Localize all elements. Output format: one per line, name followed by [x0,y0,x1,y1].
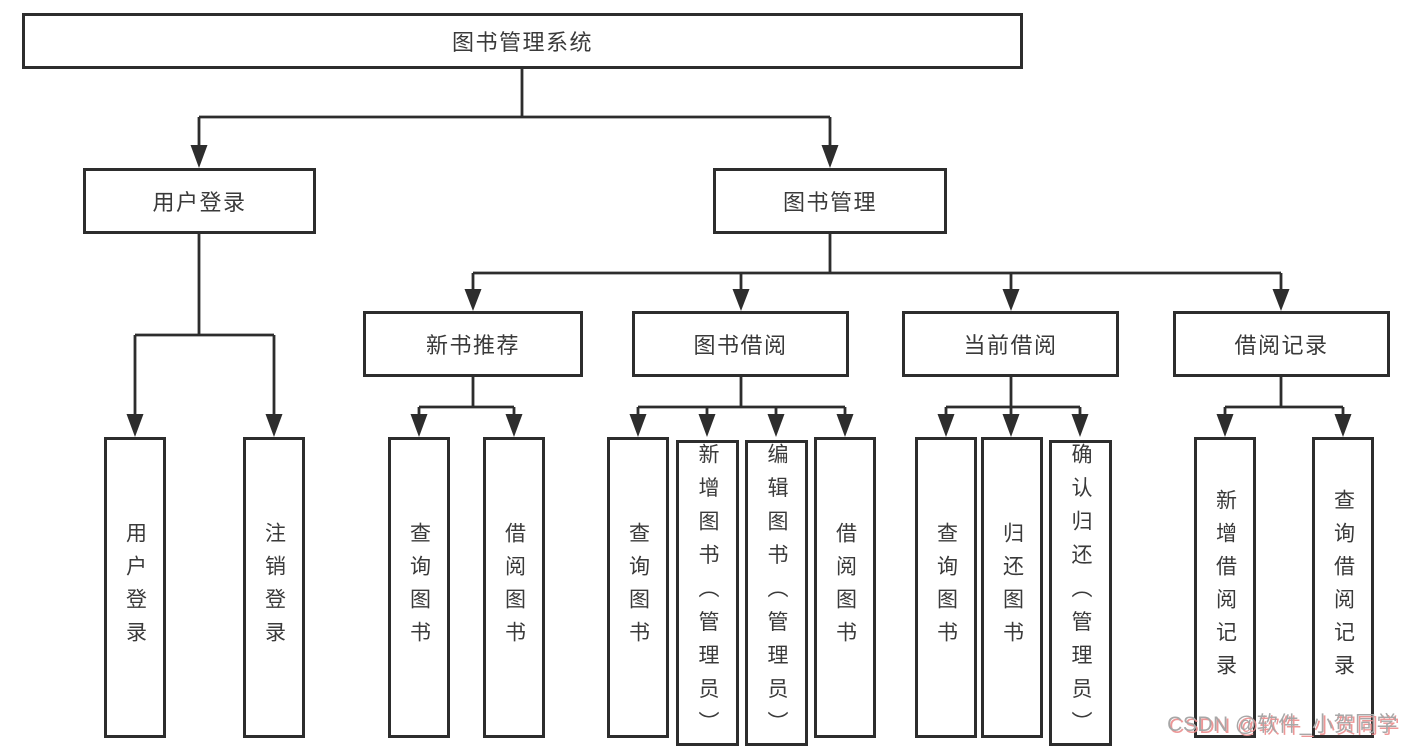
watermark: CSDN @软件_小贺同学 [1167,713,1398,736]
node-book-management: 图书管理 [713,168,947,234]
leaf-label: 查询图书 [407,521,431,654]
node-book-borrowing: 图书借阅 [632,311,849,377]
connector-lines [133,69,1345,416]
leaf-label: 借阅图书 [833,521,857,654]
node-borrowing-records: 借阅记录 [1173,311,1390,377]
leaf-label: 新增图书（管理员） [696,443,719,745]
leaf-label: 新增借阅记录 [1213,488,1237,687]
node-library-system: 图书管理系统 [22,13,1023,69]
leaf-label: 编辑图书（管理员） [765,443,788,745]
leaf-add-book-admin: 新增图书（管理员） [676,440,739,746]
leaf-return-book: 归还图书 [981,437,1043,738]
leaf-label: 确认归还（管理员） [1069,443,1092,745]
leaf-label: 用户登录 [123,521,147,654]
leaf-label: 归还图书 [1000,521,1024,654]
leaf-borrow-books-recommend: 借阅图书 [483,437,545,738]
leaf-borrow-books-borrowing: 借阅图书 [814,437,876,738]
arrowhead-icons [126,145,1352,437]
leaf-query-borrow-record: 查询借阅记录 [1312,437,1374,738]
leaf-edit-book-admin: 编辑图书（管理员） [745,440,808,746]
leaf-query-books-recommend: 查询图书 [388,437,450,738]
leaf-label: 注销登录 [262,521,286,654]
leaf-query-books-borrowing: 查询图书 [607,437,669,738]
node-new-book-recommend: 新书推荐 [363,311,583,377]
leaf-label: 借阅图书 [502,521,526,654]
node-current-borrowing: 当前借阅 [902,311,1119,377]
leaf-query-books-current: 查询图书 [915,437,977,738]
leaf-user-login: 用户登录 [104,437,166,738]
leaf-label: 查询图书 [626,521,650,654]
leaf-label: 查询图书 [934,521,958,654]
leaf-confirm-return-admin: 确认归还（管理员） [1049,440,1112,746]
leaf-add-borrow-record: 新增借阅记录 [1194,437,1256,738]
leaf-logout-login: 注销登录 [243,437,305,738]
leaf-label: 查询借阅记录 [1331,488,1355,687]
node-user-login: 用户登录 [83,168,316,234]
